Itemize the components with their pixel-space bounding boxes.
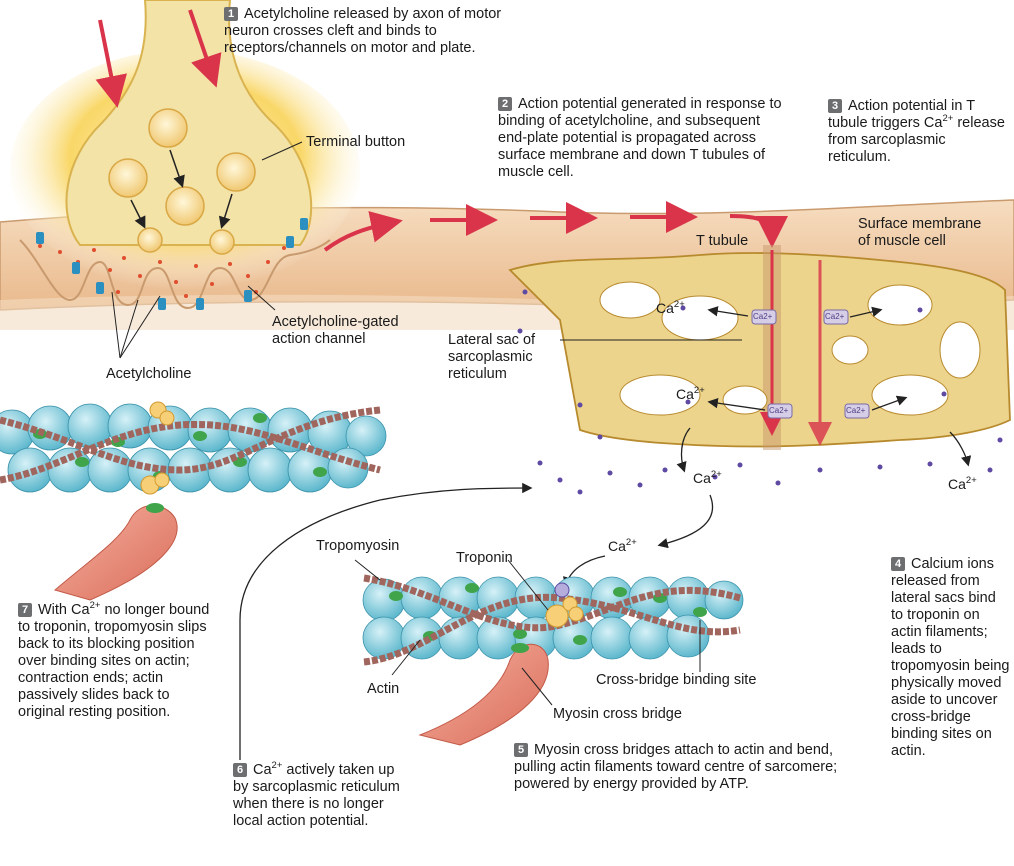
step-2-badge: 2 <box>498 97 512 111</box>
action-potential-arrows <box>95 9 788 252</box>
step-3-text-b: release from sarcoplasmic reticulum. <box>828 115 1005 165</box>
ca-4-sup: 2+ <box>965 475 977 486</box>
ca-3-sup: 2+ <box>710 469 722 480</box>
calcium-ions <box>517 289 1003 495</box>
sarcoplasmic-reticulum <box>508 245 1011 450</box>
step-7-text-b: no longer bound to troponin, tropomyosin… <box>18 602 210 720</box>
label-ca-3: Ca2+ <box>693 470 722 486</box>
actin-filament-resting <box>0 401 387 495</box>
step-3-text-a: Action potential in T tubule triggers Ca <box>828 98 975 131</box>
step-6-note: 6 Ca2+ actively taken up by sarcoplasmic … <box>233 760 413 830</box>
leader-lines <box>111 141 742 706</box>
ca-1-sup: 2+ <box>673 299 685 310</box>
label-ca-5: Ca2+ <box>608 538 637 554</box>
reuptake-arrow <box>239 482 533 760</box>
label-ach-gated-channel: Acetylcholine-gated action channel <box>272 314 399 347</box>
label-ca-2: Ca2+ <box>676 386 705 402</box>
step-6-sup: 2+ <box>271 760 283 771</box>
ca-5-text: Ca <box>608 538 626 554</box>
myosin-head-resting <box>53 503 178 601</box>
acetylcholine-molecules <box>38 244 286 298</box>
ca-1-text: Ca <box>656 300 674 316</box>
label-terminal-button: Terminal button <box>306 134 406 150</box>
step-3-sup: 2+ <box>942 113 954 124</box>
step-5-badge: 5 <box>514 743 528 757</box>
step-1-text: Acetylcholine released by axon of motor … <box>224 6 502 56</box>
step-5-text: Myosin cross bridges attach to actin and… <box>514 742 838 792</box>
actin-filament-active <box>362 574 744 666</box>
ca-4-text: Ca <box>948 476 966 492</box>
ca-3-text: Ca <box>693 470 711 486</box>
step-7-sup: 2+ <box>89 600 101 611</box>
label-lateral-sac: Lateral sac of sarcoplasmic reticulum <box>448 332 536 382</box>
step-6-text-a: Ca <box>253 762 272 778</box>
label-actin: Actin <box>367 681 400 697</box>
step-4-badge: 4 <box>891 557 905 571</box>
step-1-badge: 1 <box>224 7 238 21</box>
label-myosin-cross-bridge: Myosin cross bridge <box>553 706 682 722</box>
step-3-badge: 3 <box>828 99 842 113</box>
ca-badge-3: Ca2+ <box>769 406 789 415</box>
label-troponin: Troponin <box>456 550 513 566</box>
ca-5-sup: 2+ <box>625 537 637 548</box>
ca-badge-4: Ca2+ <box>846 406 866 415</box>
label-surface-membrane: Surface membrane of muscle cell <box>858 216 982 249</box>
ca-badge-1: Ca2+ <box>753 312 773 321</box>
label-tropomyosin: Tropomyosin <box>316 538 400 554</box>
ca-2-text: Ca <box>676 386 694 402</box>
label-t-tubule: T tubule <box>696 233 749 249</box>
step-7-text-a: With Ca <box>38 602 90 618</box>
step-4-text: Calcium ions released from lateral sacs … <box>891 556 1010 759</box>
myosin-cross-bridge <box>418 643 549 746</box>
step-2-text: Action potential generated in response t… <box>498 96 782 180</box>
synaptic-vesicles <box>108 108 256 255</box>
calcium-release-arrows <box>562 306 972 588</box>
step-6-text-b: actively taken up by sarcoplasmic reticu… <box>233 762 400 829</box>
ca-badge-2: Ca2+ <box>825 312 845 321</box>
label-acetylcholine: Acetylcholine <box>106 366 192 382</box>
ach-gated-channels <box>36 218 308 310</box>
step-6-badge: 6 <box>233 763 247 777</box>
label-cross-bridge-site: Cross-bridge binding site <box>596 672 757 688</box>
step-7-badge: 7 <box>18 603 32 617</box>
ca-2-sup: 2+ <box>693 385 705 396</box>
label-ca-4: Ca2+ <box>948 476 977 492</box>
step-7-note: 7 With Ca2+ no longer bound to troponin, … <box>18 600 218 721</box>
label-ca-1: Ca2+ <box>656 300 685 316</box>
